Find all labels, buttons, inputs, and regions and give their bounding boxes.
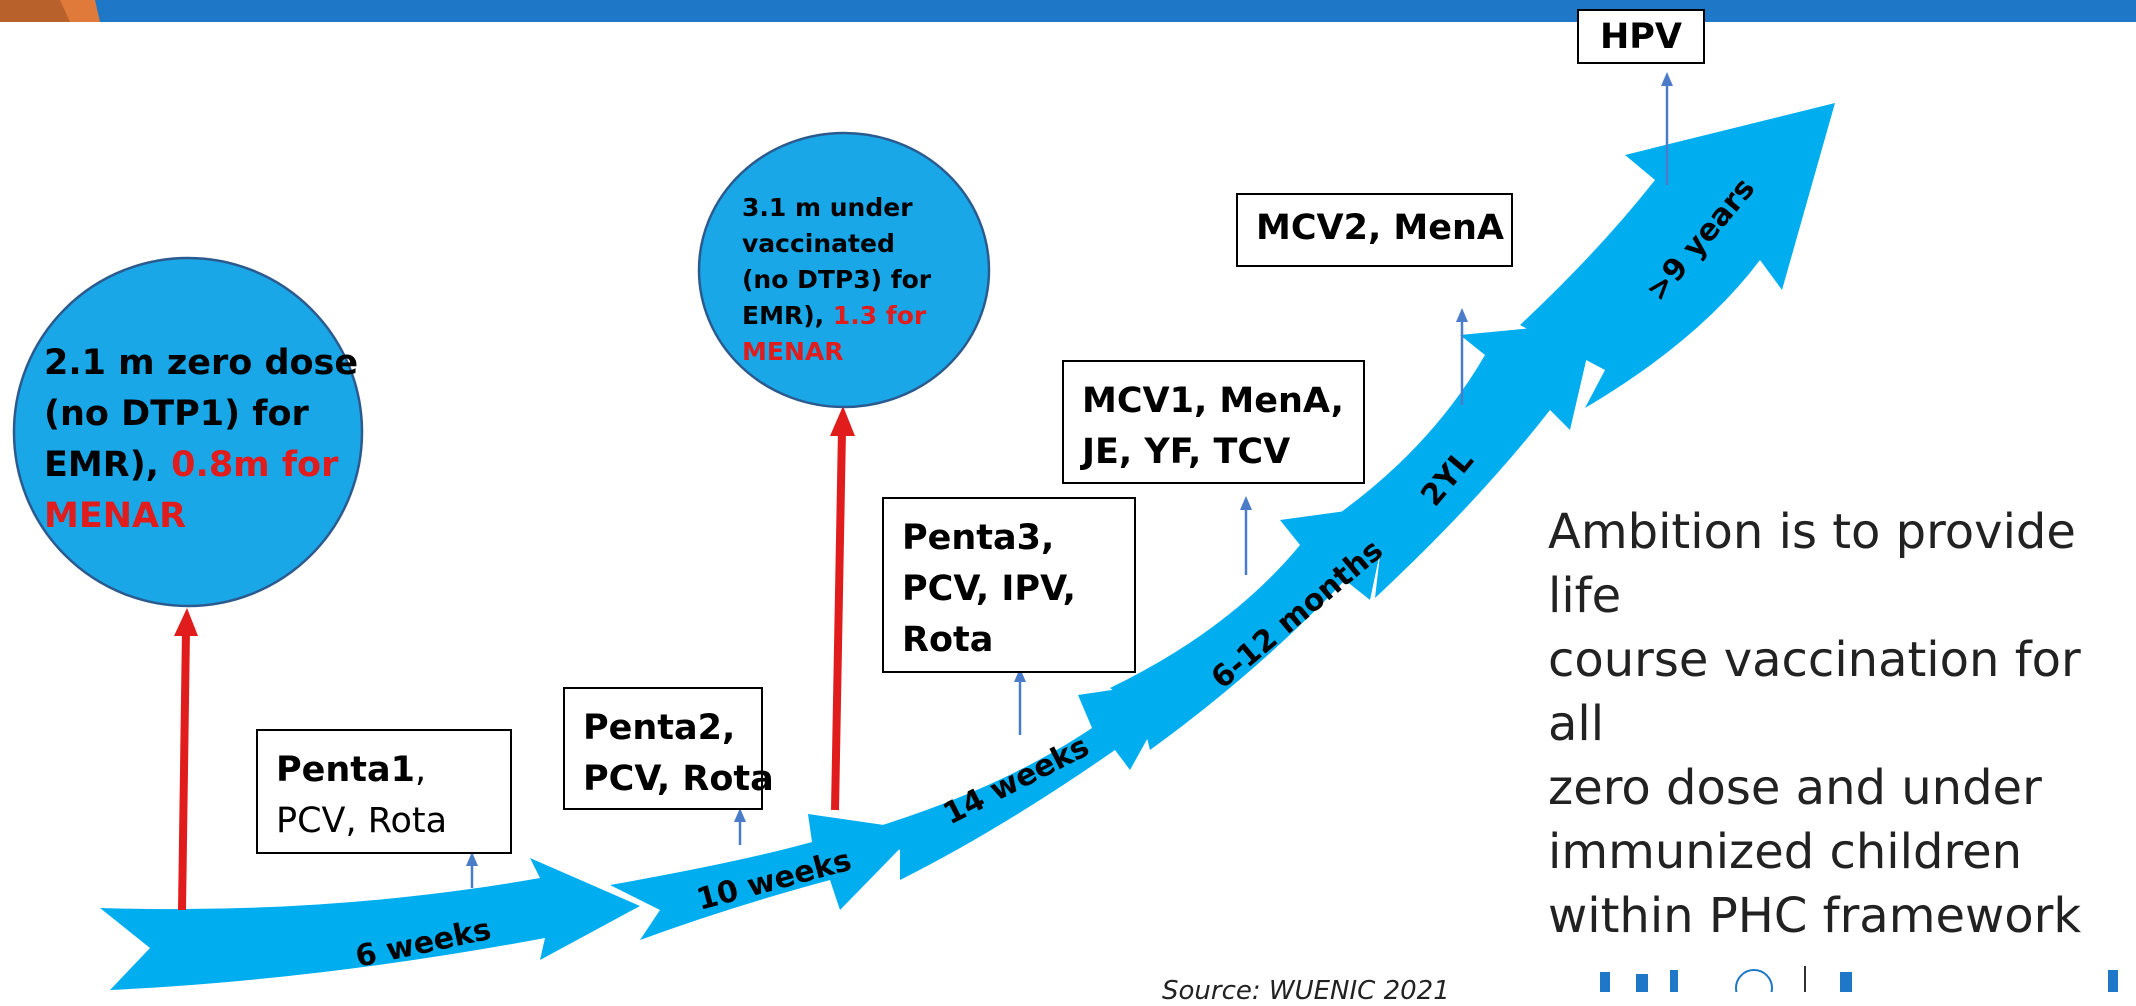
red-arrow-zero-dose	[178, 629, 190, 911]
stage-arrow-14-weeks	[860, 680, 1180, 880]
stage-arrow-6-weeks	[100, 858, 640, 990]
red-arrowhead	[830, 406, 855, 436]
partner-logos	[1600, 966, 2118, 992]
vaccine-box-2yl: MCV2, MenA	[1236, 193, 1513, 267]
under-vaccinated-text: 3.1 m under vaccinated (no DTP3) for EMR…	[742, 193, 932, 366]
pointer-head	[734, 808, 746, 822]
unicef-logo	[1600, 970, 1678, 992]
zero-dose-bubble	[12, 256, 364, 608]
red-arrow-under-vaccinated	[831, 429, 846, 811]
stage-label-14-weeks: 14 weeks	[938, 729, 1095, 832]
corner-photo-icon	[0, 0, 110, 22]
stage-arrow-2yl	[1330, 322, 1595, 598]
zero-dose-text: 2.1 m zero dose (no DTP1) for EMR), 0.8m…	[44, 343, 359, 536]
stage-arrow-10-weeks	[610, 814, 918, 940]
under-vaccinated-bubble	[697, 131, 991, 409]
vaccine-box-6-weeks: Penta1, PCV, Rota	[256, 729, 512, 854]
ambition-statement: Ambition is to provide life course vacci…	[1548, 504, 2082, 944]
vaccine-box-6-12-months: MCV1, MenA, JE, YF, TCV	[1062, 360, 1365, 484]
stage-arrow-6-12-months	[1110, 505, 1390, 750]
vaccine-name: Penta1	[276, 750, 416, 790]
vaccine-box-10-weeks: Penta2, PCV, Rota	[563, 687, 774, 810]
pointer-head	[1456, 308, 1468, 322]
red-arrowhead	[174, 608, 198, 636]
stage-arrow-9-years	[1520, 103, 1835, 408]
vaccine-box-14-weeks: Penta3, PCV, IPV, Rota	[882, 497, 1136, 673]
pointer-head	[1661, 72, 1673, 86]
pointer-head	[1240, 496, 1252, 510]
pointer-head	[1014, 668, 1026, 682]
source-note: Source: WUENIC 2021	[1162, 976, 1450, 1006]
pointer-head	[466, 852, 478, 866]
vaccine-box-9-years: HPV	[1577, 9, 1705, 64]
who-logo	[1735, 966, 2118, 992]
